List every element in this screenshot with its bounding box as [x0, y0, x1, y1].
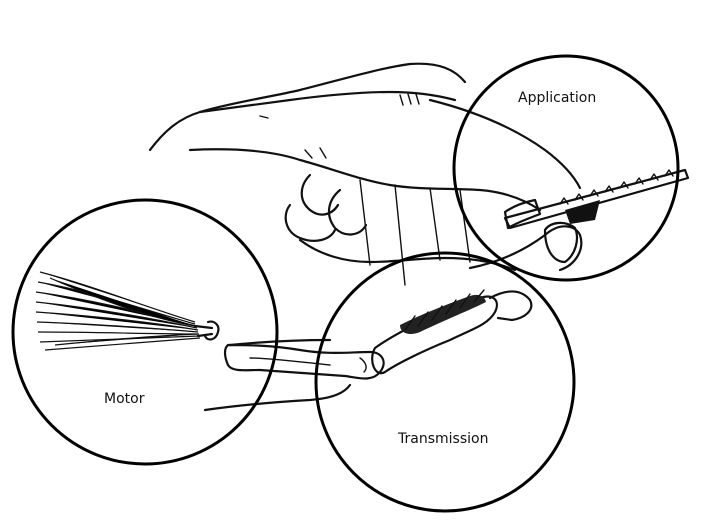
tendon-line-1: [360, 180, 370, 265]
bones: [225, 290, 531, 379]
transmission-circle: [316, 253, 574, 511]
hand-illustration: [150, 64, 581, 410]
motor-label: Motor: [104, 391, 145, 407]
index-finger-top: [430, 100, 580, 188]
tendon-line-2: [395, 185, 405, 285]
muscle-fibres: [36, 272, 218, 350]
hand-top-contour: [150, 64, 465, 150]
knuckle-wrinkles: [260, 94, 419, 158]
tendon-line-3: [430, 188, 440, 260]
finger-curl-2: [329, 190, 366, 234]
fibre-10: [50, 278, 195, 326]
fibre-7: [38, 332, 199, 334]
tool-grip-dark: [565, 200, 600, 224]
tool-illustration: [505, 170, 688, 228]
tendon-knot: [205, 322, 218, 340]
metacarpal-bone: [372, 297, 497, 374]
tool-shaft: [505, 170, 688, 228]
transmission-label: Transmission: [397, 431, 488, 447]
finger-lower-contour: [190, 149, 540, 210]
application-label: Application: [518, 90, 596, 106]
finger-curl-1: [302, 175, 338, 215]
wrist-lower: [205, 385, 350, 410]
